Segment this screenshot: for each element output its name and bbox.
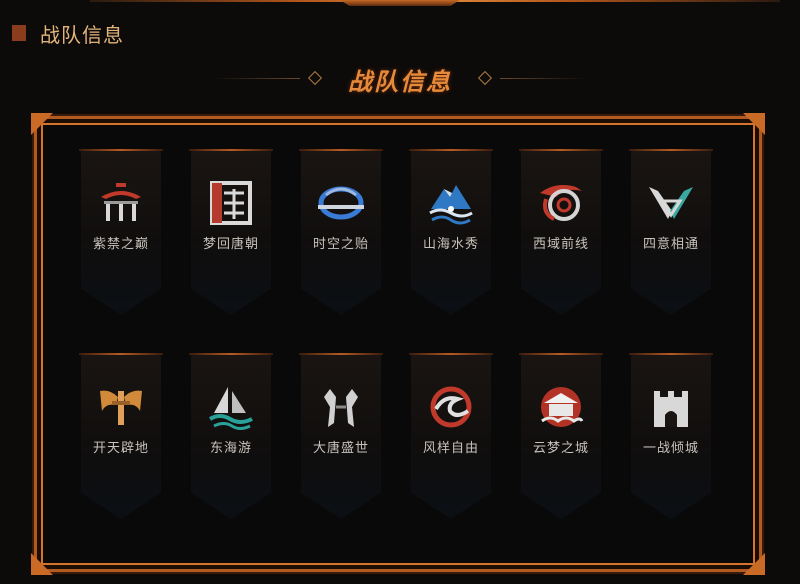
team-name: 西域前线 [532,237,589,252]
frame-corner [31,113,53,135]
team-name: 风样自由 [422,441,479,456]
twin-blade-icon [324,389,358,427]
team-name: 四意相通 [642,237,699,252]
team-name: 大唐盛世 [312,441,369,456]
mountain-wave-icon [429,185,473,225]
section-heading: 战队信息 [0,62,800,96]
top-border-notch [340,0,460,6]
section-title: 战队信息 [348,68,452,96]
team-banner[interactable]: 西域前线 [519,149,603,315]
heading-line-right [500,78,585,79]
team-banner[interactable]: 山海水秀 [409,149,493,315]
heading-line-left [215,78,300,79]
frame-corner [743,553,765,575]
team-banner[interactable]: 东海游 [189,353,273,519]
team-frame: 紫禁之巅 梦回唐朝 时空之贻 [31,113,765,575]
diamond-icon [477,70,493,86]
tang-seal-icon [210,181,252,225]
winged-sword-icon [100,390,142,425]
page-title: 战队信息 [40,22,124,47]
team-banner[interactable]: 风样自由 [409,353,493,519]
header-marker [12,25,26,41]
diamond-icon [307,70,323,86]
cloud-temple-icon [541,387,584,427]
team-banner[interactable]: 云梦之城 [519,353,603,519]
page-header: 战队信息 [12,20,124,47]
team-name: 云梦之城 [532,441,589,456]
team-name: 开天辟地 [92,441,149,456]
wind-swirl-icon [430,386,472,428]
frame-corner [31,553,53,575]
team-name: 时空之贻 [312,237,369,252]
team-name: 山海水秀 [422,237,479,252]
team-banner[interactable]: 一战倾城 [629,353,713,519]
palace-roof-icon [101,183,141,221]
top-border [0,0,800,10]
frame-corner [743,113,765,135]
team-banner[interactable]: 紫禁之巅 [79,149,163,315]
team-banner[interactable]: 梦回唐朝 [189,149,273,315]
wing-arrow-icon [649,187,693,219]
team-banner[interactable]: 时空之贻 [299,149,383,315]
fortress-icon [654,391,688,427]
team-grid: 紫禁之巅 梦回唐朝 时空之贻 [79,149,721,549]
sail-wave-icon [208,387,253,430]
time-ring-icon [318,186,364,220]
team-banner[interactable]: 开天辟地 [79,353,163,519]
team-name: 紫禁之巅 [92,237,149,252]
swirl-wing-icon [540,185,582,221]
team-name: 一战倾城 [642,441,699,456]
team-banner[interactable]: 四意相通 [629,149,713,315]
team-name: 东海游 [209,441,252,456]
team-banner[interactable]: 大唐盛世 [299,353,383,519]
team-name: 梦回唐朝 [202,237,259,252]
